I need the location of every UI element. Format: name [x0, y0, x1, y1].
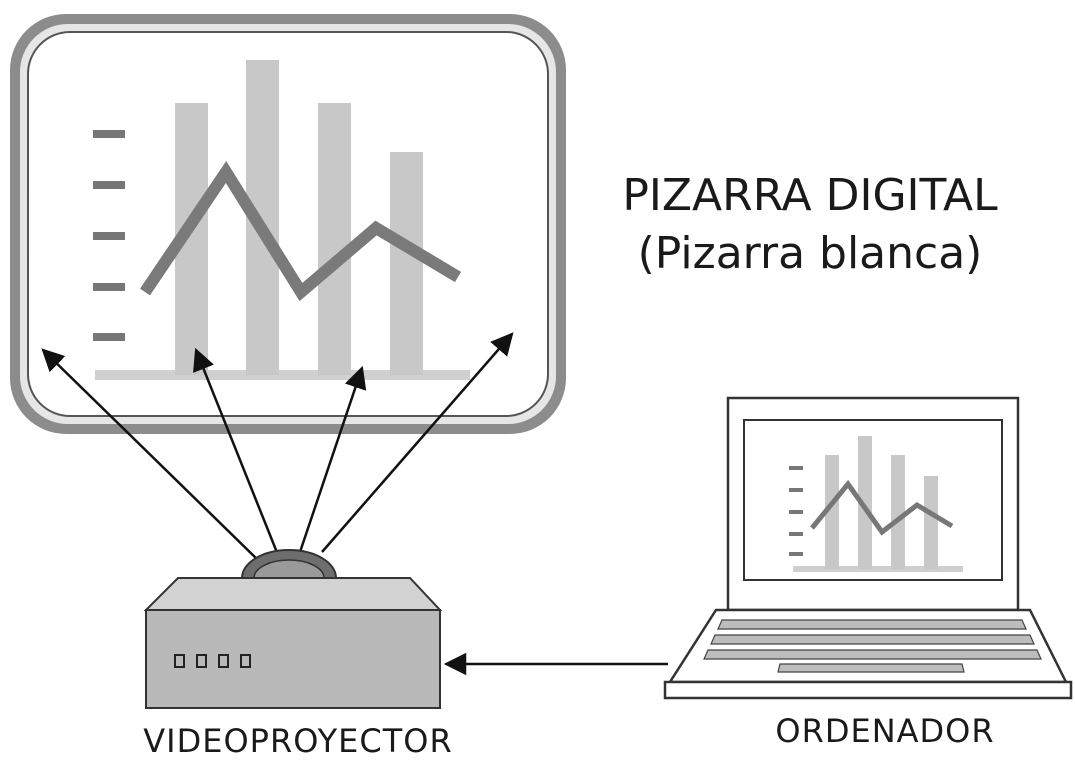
chart-line [140, 160, 462, 302]
title-line-2: (Pizarra blanca) [637, 228, 983, 279]
projector-button [218, 654, 229, 668]
chart-tick [789, 466, 803, 470]
chart-tick [789, 552, 803, 556]
projector-button [174, 654, 185, 668]
projector-body [145, 609, 441, 709]
chart-bar [318, 103, 351, 375]
projection-arrow [193, 347, 280, 556]
chart-tick [93, 232, 125, 240]
chart-bar [825, 455, 839, 569]
keyboard-row [710, 634, 1035, 645]
projection-arrow [41, 348, 259, 561]
chart-tick [789, 488, 803, 492]
whiteboard [10, 14, 566, 434]
title-line-1: PIZARRA DIGITAL [622, 170, 998, 221]
laptop [663, 396, 1073, 700]
chart-ticks [789, 466, 803, 556]
chart-bar [858, 436, 872, 569]
whiteboard-chart [93, 60, 470, 380]
laptop-keyboard [703, 619, 1042, 673]
chart-tick [789, 532, 803, 536]
projection-arrow [321, 332, 514, 553]
chart-bar [924, 476, 938, 569]
keyboard-row [717, 619, 1027, 630]
chart-bar [891, 455, 905, 569]
chart-tick [93, 130, 125, 138]
projector-button [240, 654, 251, 668]
chart-tick [93, 283, 125, 291]
chart-tick [93, 333, 125, 341]
laptop-bottom-edge [663, 680, 1073, 700]
chart-tick [789, 510, 803, 514]
laptop-screen [743, 419, 1003, 581]
chart-tick [93, 181, 125, 189]
projector [143, 549, 443, 709]
projector-lens [253, 559, 325, 579]
laptop-chart [789, 436, 963, 572]
chart-ticks [93, 130, 125, 341]
chart-bar [390, 152, 423, 375]
keyboard-row [777, 663, 965, 673]
whiteboard-surface [27, 31, 549, 417]
projector-buttons [174, 654, 251, 668]
projector-top [143, 577, 443, 611]
projector-button [196, 654, 207, 668]
projection-arrows [41, 332, 514, 561]
chart-baseline [793, 566, 963, 572]
keyboard-row [703, 649, 1042, 660]
projector-label: VIDEOPROYECTOR [143, 722, 453, 760]
chart-baseline [95, 370, 470, 380]
projection-arrow [298, 365, 367, 553]
chart-line [810, 479, 954, 536]
computer-label: ORDENADOR [775, 712, 995, 750]
